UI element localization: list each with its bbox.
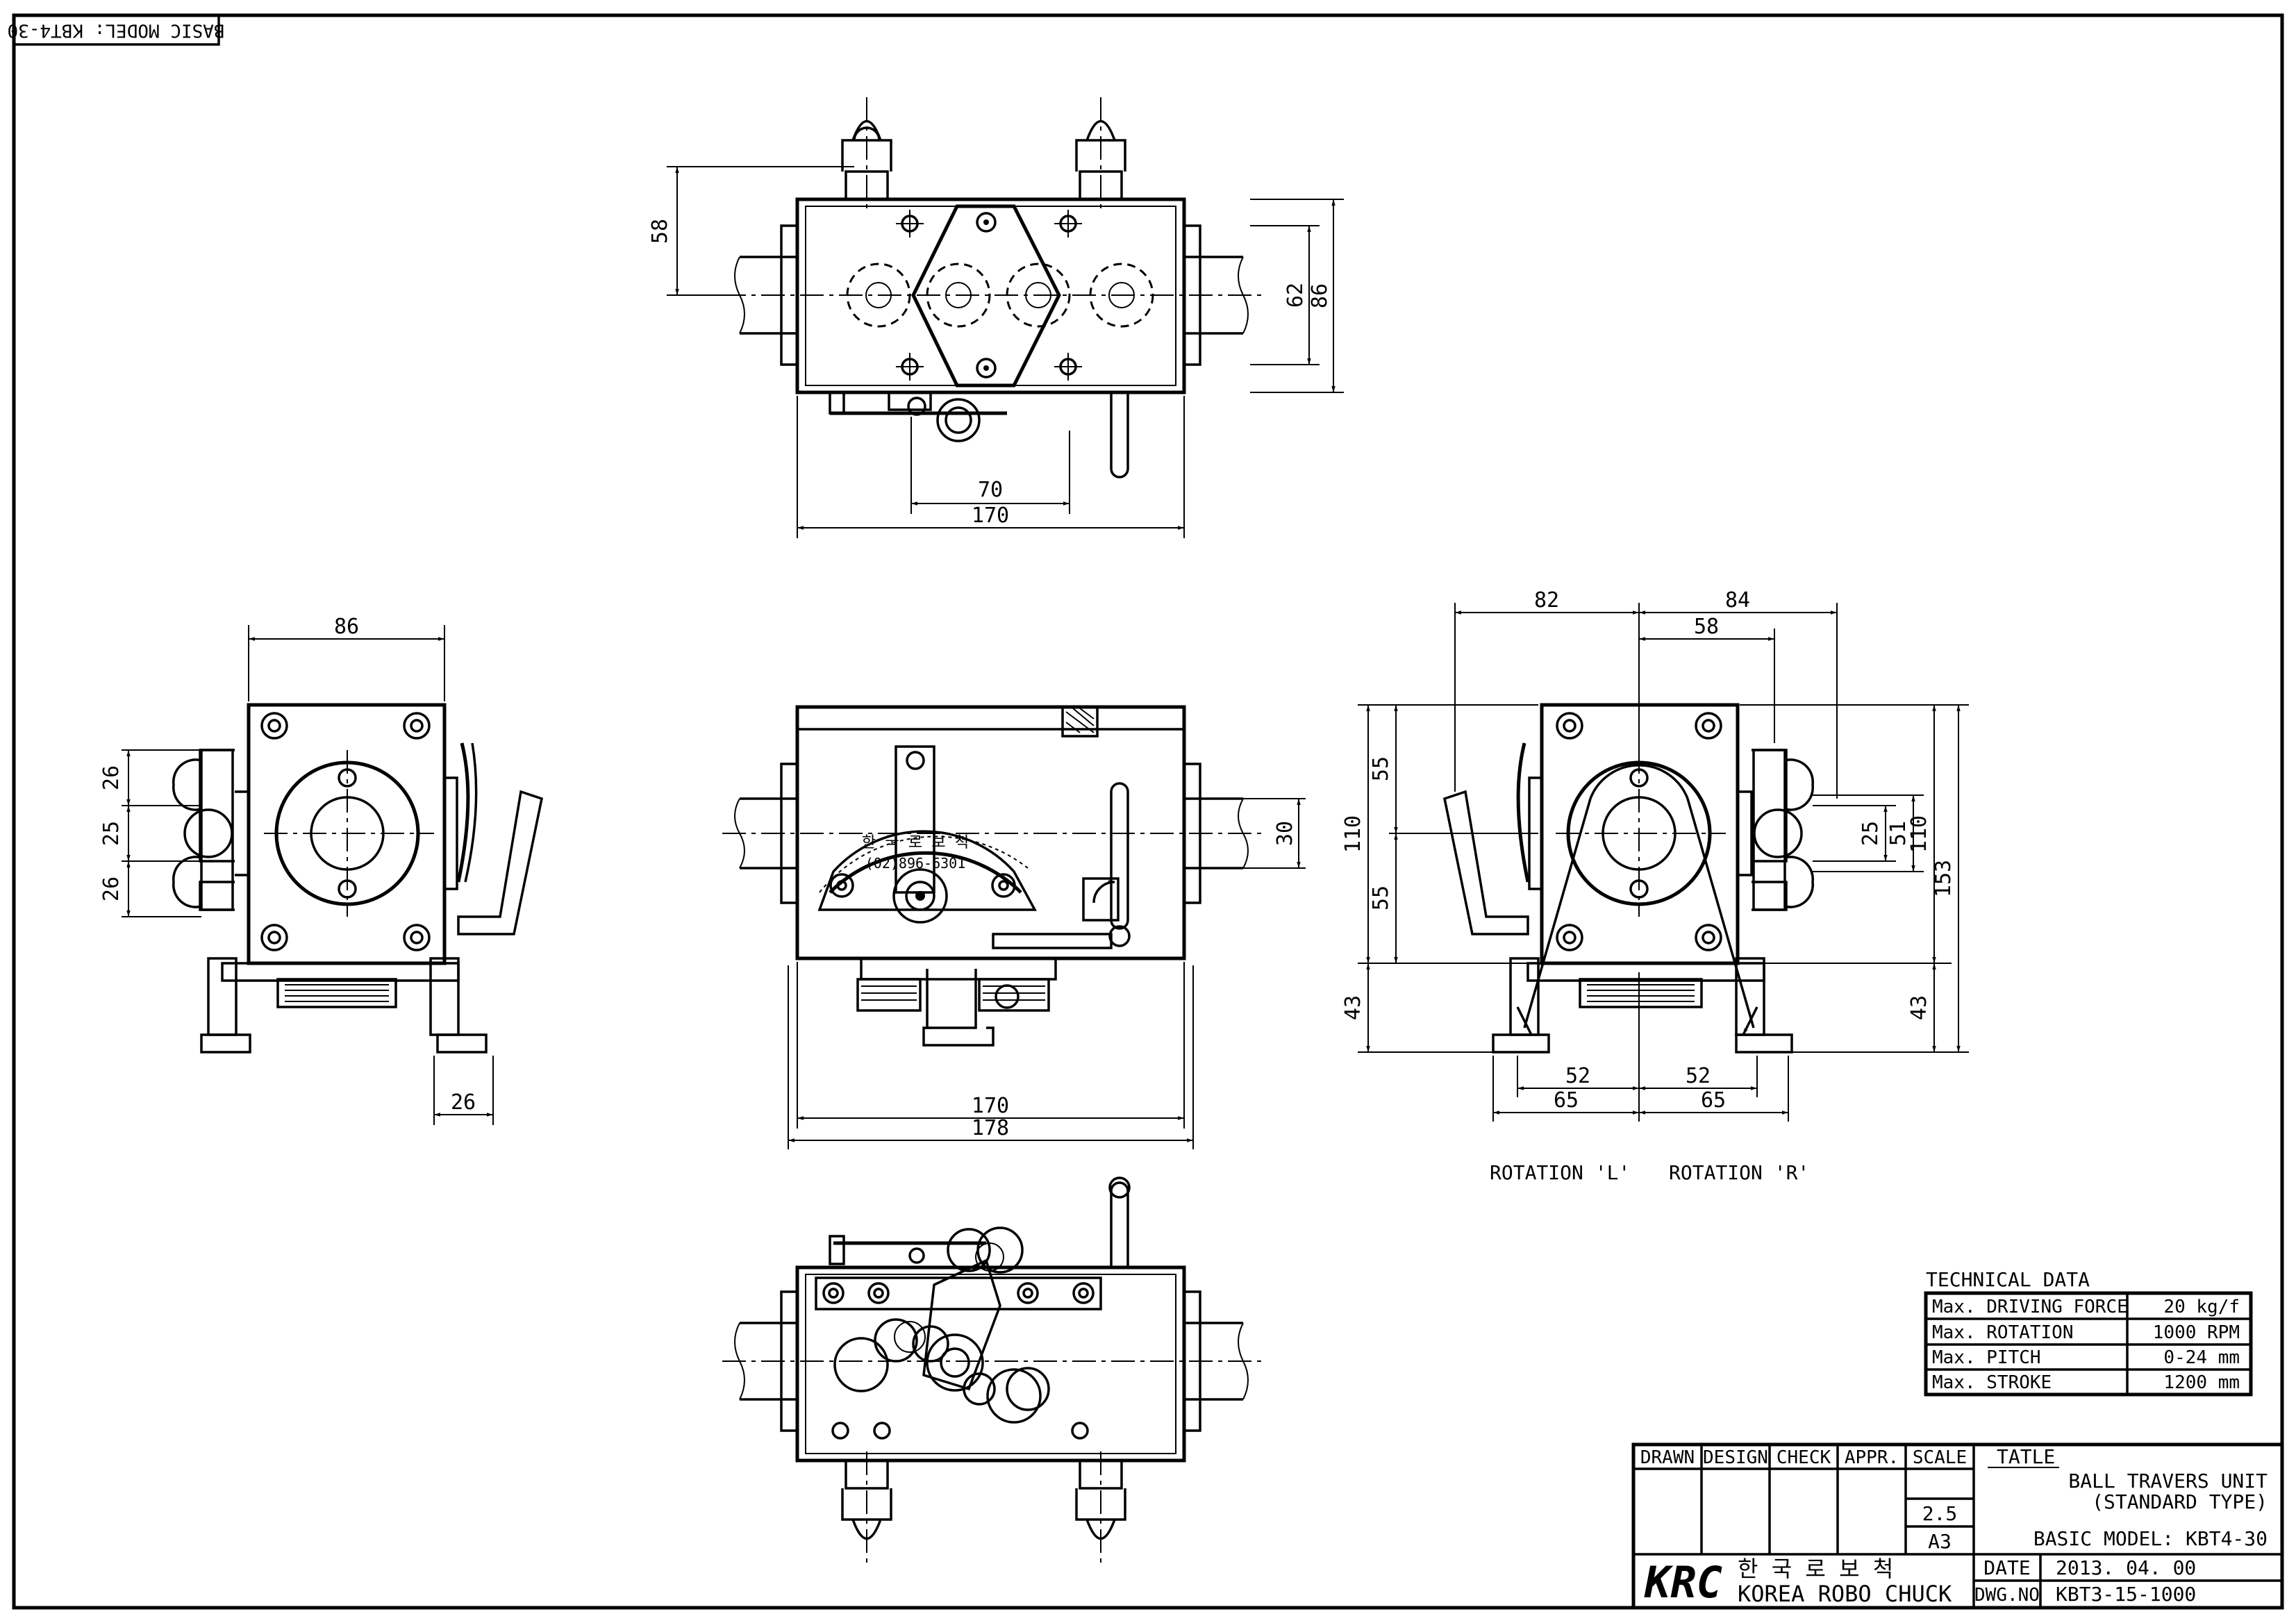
tech-row-value: 1200 mm (2163, 1372, 2240, 1393)
bottom-view (722, 1176, 1264, 1563)
front-view-dimensions: 30 170 178 (788, 798, 1306, 1149)
top-view (722, 97, 1264, 478)
date-value: 2013. 04. 00 (2056, 1556, 2196, 1579)
svg-text:70: 70 (978, 478, 1003, 502)
header-design: DESIGN (1703, 1447, 1768, 1468)
rotation-left-label: ROTATION 'L' (1490, 1161, 1630, 1184)
svg-text:110: 110 (1907, 815, 1931, 853)
cap-nut-left (841, 97, 892, 208)
svg-text:84: 84 (1725, 588, 1750, 613)
title-block: DRAWN DESIGN CHECK APPR. SCALE 2.5 A3 TA… (1631, 1442, 2284, 1610)
company-korean: 한 국 로 보 척 (1738, 1556, 1893, 1582)
svg-text:26: 26 (99, 876, 124, 901)
sheet-border (12, 13, 2284, 1610)
svg-text:26: 26 (451, 1090, 476, 1115)
svg-text:51: 51 (1886, 821, 1911, 846)
tech-row-label: Max. DRIVING FORCE (1932, 1297, 2128, 1317)
svg-text:65: 65 (1554, 1088, 1579, 1113)
svg-text:170: 170 (972, 503, 1009, 528)
top-view-dimensions: 58 62 86 70 170 (648, 166, 1344, 538)
svg-text:82: 82 (1534, 588, 1559, 613)
svg-text:25: 25 (1858, 821, 1883, 846)
cap-nut-right (1075, 97, 1126, 208)
svg-text:178: 178 (972, 1116, 1009, 1140)
svg-text:65: 65 (1701, 1088, 1726, 1113)
svg-text:25: 25 (99, 821, 124, 846)
header-check: CHECK (1777, 1447, 1831, 1468)
svg-text:26: 26 (99, 765, 124, 790)
header-drawn: DRAWN (1640, 1447, 1695, 1468)
scale-value: 2.5 (1922, 1502, 1958, 1525)
dial-gear: 한 국 로 보 척 (02)896-6301 (817, 745, 1037, 924)
date-label: DATE (1983, 1556, 2030, 1579)
svg-text:86: 86 (334, 615, 359, 639)
dwg-value: KBT3-15-1000 (2056, 1583, 2196, 1606)
tech-row-label: Max. ROTATION (1932, 1322, 2074, 1343)
svg-text:55: 55 (1369, 756, 1393, 781)
tatle-label: TATLE (1997, 1445, 2055, 1468)
svg-text:170: 170 (972, 1094, 1009, 1118)
tech-row-label: Max. PITCH (1932, 1347, 2041, 1368)
svg-text:52: 52 (1565, 1064, 1590, 1088)
dwg-label: DWG.NO (1974, 1585, 2040, 1606)
company-name: KOREA ROBO CHUCK (1738, 1581, 1952, 1607)
svg-text:110: 110 (1341, 815, 1365, 853)
dial-korean-text: 한 국 로 보 척 (862, 834, 969, 851)
tech-row-value: 20 kg/f (2163, 1297, 2240, 1317)
header-appr: APPR. (1845, 1447, 1899, 1468)
basic-model-label: BASIC MODEL: KBT4-30 (2033, 1527, 2268, 1550)
tech-row-value: 1000 RPM (2153, 1322, 2240, 1343)
rotation-right-label: ROTATION 'R' (1669, 1161, 1809, 1184)
technical-data-table: TECHNICAL DATA Max. DRIVING FORCE 20 kg/… (1924, 1268, 2253, 1397)
bottom-cap-nut-left (841, 1451, 892, 1563)
svg-text:153: 153 (1931, 860, 1956, 897)
svg-text:58: 58 (1694, 615, 1719, 639)
bottom-cap-nut-right (1075, 1451, 1126, 1563)
tech-row-value: 0-24 mm (2163, 1347, 2240, 1368)
svg-text:52: 52 (1686, 1064, 1711, 1088)
front-view: 한 국 로 보 척 (02)896-6301 (722, 705, 1264, 1047)
svg-text:43: 43 (1907, 995, 1931, 1020)
company-logo: KRC (1644, 1557, 1722, 1608)
basic-model-stamp: BASIC MODEL: KBT4-30 (7, 14, 225, 46)
right-side-view (1442, 703, 1815, 1054)
svg-text:58: 58 (648, 219, 672, 244)
title-line2: (STANDARD TYPE) (2092, 1490, 2268, 1513)
svg-text:55: 55 (1369, 885, 1393, 910)
svg-text:43: 43 (1341, 995, 1365, 1020)
svg-text:62: 62 (1283, 283, 1308, 308)
tech-row-label: Max. STROKE (1932, 1372, 2052, 1393)
right-side-view-dimensions: 82 84 58 110 55 55 43 25 51 110 153 43 5… (1341, 588, 1969, 1122)
svg-text:86: 86 (1308, 283, 1332, 308)
sheet-size: A3 (1928, 1530, 1952, 1553)
title-line1: BALL TRAVERS UNIT (2068, 1470, 2268, 1492)
left-side-view (172, 703, 544, 1054)
technical-data-heading: TECHNICAL DATA (1926, 1268, 2090, 1291)
svg-text:30: 30 (1273, 821, 1297, 846)
header-scale: SCALE (1913, 1447, 1967, 1468)
left-side-view-dimensions: 86 26 25 26 26 (99, 615, 494, 1125)
basic-model-stamp-text: BASIC MODEL: KBT4-30 (7, 20, 224, 41)
